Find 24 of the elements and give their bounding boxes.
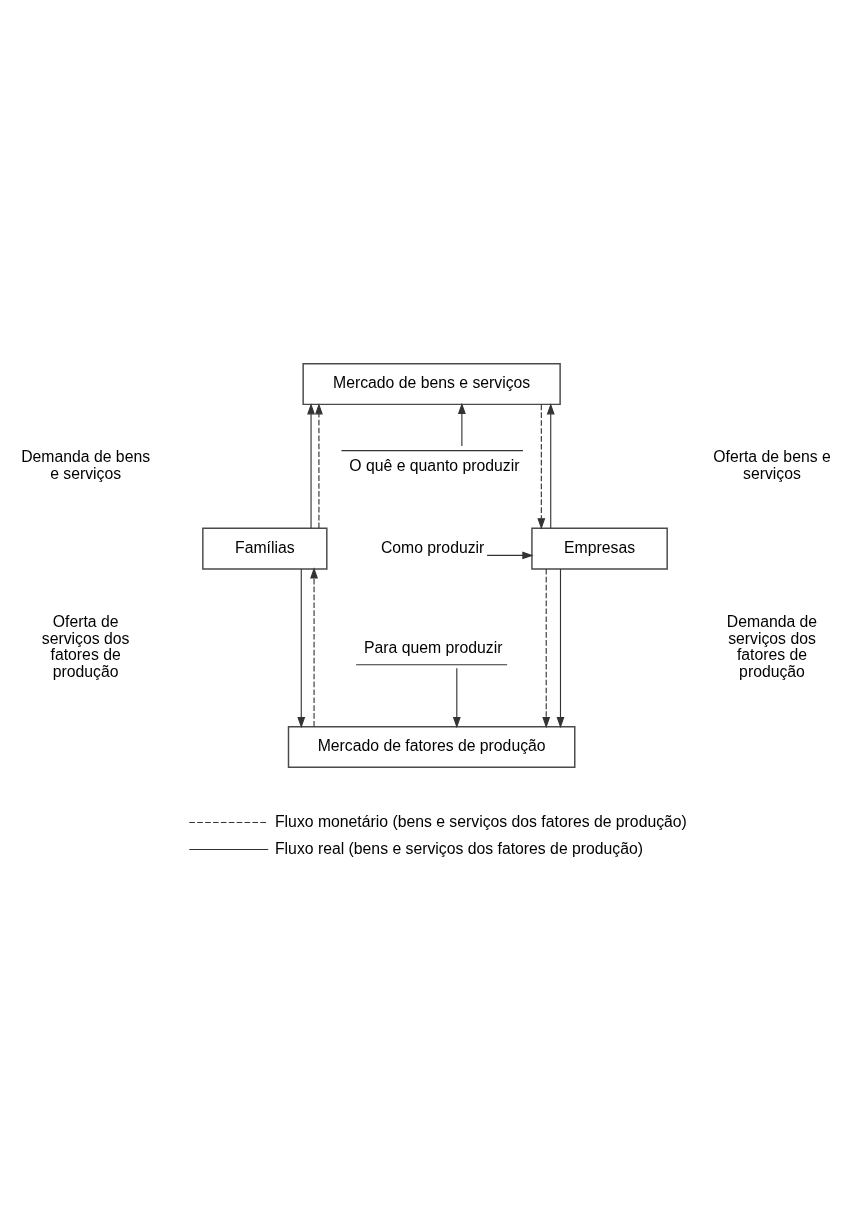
node-text: Para quem produzir: [363, 638, 502, 656]
arrow: [536, 403, 545, 530]
node-box: Famílias: [201, 527, 328, 570]
legend-label: Fluxo real (bens e serviços dos fatores de produção): [274, 839, 643, 857]
arrow: [296, 568, 305, 728]
arrow: [556, 568, 564, 728]
arrow: [486, 550, 534, 559]
label: Oferta de serviços dos fatores de produção: [41, 612, 129, 680]
arrow: [306, 402, 315, 529]
arrow: [314, 402, 323, 529]
arrow: [546, 402, 555, 529]
node-box: Mercado de fatores de produção: [287, 725, 575, 768]
node-box: Mercado de bens e serviços: [301, 362, 561, 405]
arrow: [309, 566, 318, 727]
label: Demanda de serviços dos fatores de produção: [726, 612, 817, 680]
node-text: Como produzir: [380, 538, 484, 556]
node-box: Empresas: [530, 527, 668, 570]
arrow: [457, 402, 466, 447]
arrow: [541, 568, 550, 728]
label: Oferta de bens e serviços: [712, 447, 831, 482]
node-text: O quê e quanto produzir: [348, 456, 519, 474]
arrow: [452, 667, 461, 728]
label: Demanda de bens e serviços: [20, 447, 150, 482]
legend-label: Fluxo monetário (bens e serviços dos fatores de produção): [274, 812, 687, 830]
